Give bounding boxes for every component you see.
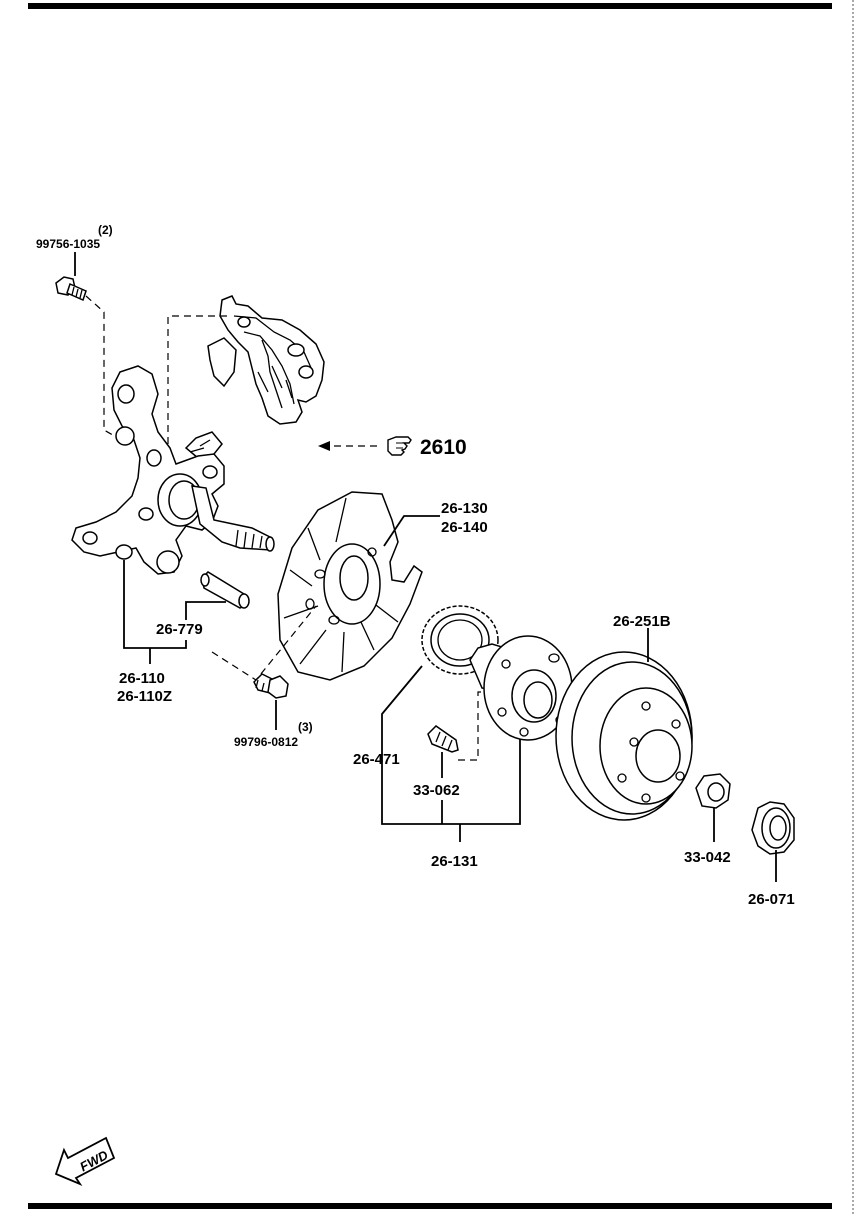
bolt-top-part-number: 99756-1035 — [36, 237, 100, 251]
dust-shield-label-a: 26-130 — [441, 500, 488, 517]
brake-disc — [555, 651, 693, 821]
pin-label: 26-779 — [156, 621, 203, 638]
wheel-hub — [469, 635, 573, 741]
dust-shield-label-b: 26-140 — [441, 519, 488, 536]
lock-nut-label: 33-042 — [684, 849, 731, 866]
dust-shield — [277, 491, 423, 681]
brake-caliper — [184, 295, 325, 459]
caliper-arrow-head — [318, 441, 330, 451]
bolt-99756-1035 — [55, 276, 87, 302]
caliper-reference-label: 2610 — [420, 436, 467, 459]
abs-ring-label: 26-471 — [353, 751, 400, 768]
hub-bolt — [427, 725, 459, 753]
brake-disc-label: 26-251B — [613, 613, 671, 630]
bolt-99796-0812 — [253, 673, 289, 699]
hub-assembly-label: 26-131 — [431, 853, 478, 870]
hand-pointer-icon — [387, 436, 412, 456]
bolt-top-qty: (2) — [98, 223, 113, 237]
pin-26-779 — [200, 571, 250, 609]
bolt-bottom-qty: (3) — [298, 720, 313, 734]
lock-nut — [695, 773, 731, 809]
knuckle-label-b: 26-110Z — [117, 688, 172, 705]
knuckle-label-a: 26-110 — [119, 670, 165, 687]
cap-label: 26-071 — [748, 891, 795, 908]
hub-bolt-label: 33-062 — [413, 782, 460, 799]
grease-cap — [751, 801, 795, 855]
bolt-bottom-part-number: 99796-0812 — [234, 735, 298, 749]
steering-knuckle — [71, 365, 275, 575]
fwd-arrow-icon: FWD — [54, 1136, 116, 1186]
